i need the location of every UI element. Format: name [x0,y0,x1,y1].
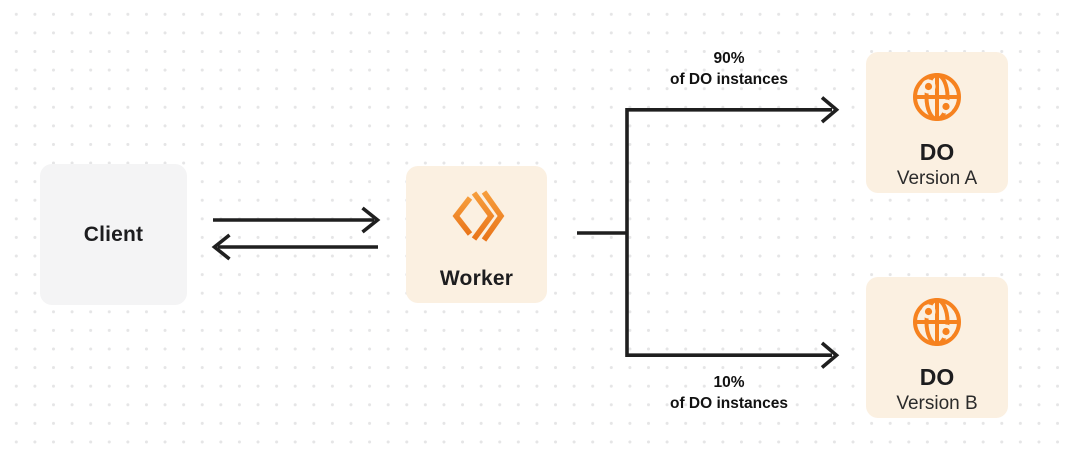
do-version-a-node: DO Version A [866,52,1008,193]
client-node: Client [40,164,187,305]
client-label: Client [83,222,144,246]
do-b-title: DO [919,364,955,390]
chevron-right-inner [471,191,494,241]
do-a-subtitle: Version A [896,168,978,190]
worker-branch-connector [577,96,840,369]
client-to-worker-arrow [213,206,381,234]
globe-dots [921,304,953,339]
do-version-b-node: DO Version B [866,277,1008,418]
globe-icon [913,73,961,121]
traffic-percent-top: 90% [713,50,745,67]
worker-node: Worker [406,166,547,303]
chevron-right-outer [481,190,504,242]
traffic-split-label-bottom: 10% of DO instances [616,372,842,414]
chevron-left [452,196,472,236]
worker-to-client-arrow [211,233,378,261]
workers-chevrons-icon [452,190,504,242]
traffic-caption-top: of DO instances [670,71,788,88]
traffic-split-label-top: 90% of DO instances [616,48,842,90]
traffic-percent-bottom: 10% [713,374,745,391]
globe-icon [913,298,961,346]
globe-dots [921,79,953,114]
worker-label: Worker [439,267,514,290]
do-b-subtitle: Version B [896,393,978,415]
do-a-title: DO [919,139,955,165]
traffic-caption-bottom: of DO instances [670,395,788,412]
